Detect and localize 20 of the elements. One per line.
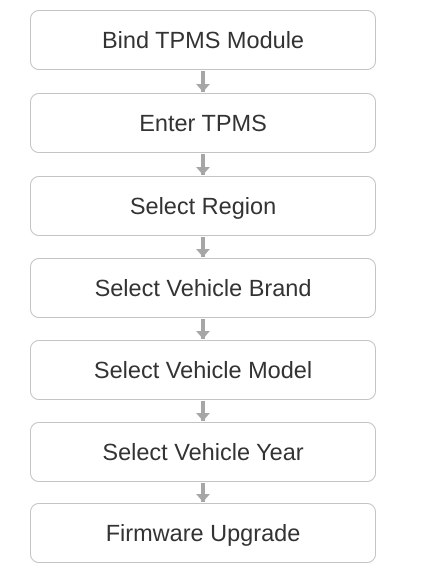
arrow xyxy=(196,71,210,92)
arrow xyxy=(196,401,210,421)
process-box xyxy=(30,340,376,400)
step-label: Select Vehicle Year xyxy=(102,438,304,466)
arrow xyxy=(196,237,210,257)
step-label: Enter TPMS xyxy=(139,110,267,136)
step-label: Firmware Upgrade xyxy=(106,520,300,546)
arrow xyxy=(196,483,210,502)
arrow xyxy=(196,154,210,175)
process-box xyxy=(30,176,376,236)
process-box xyxy=(30,10,376,70)
process-box xyxy=(30,422,376,482)
step-label: Bind TPMS Module xyxy=(102,26,304,54)
process-box xyxy=(30,503,376,563)
process-box xyxy=(30,258,376,318)
step-label: Select Region xyxy=(130,192,276,220)
step-label: Select Vehicle Brand xyxy=(94,274,312,302)
process-box xyxy=(30,93,376,153)
step-label: Select Vehicle Model xyxy=(94,356,312,384)
arrow xyxy=(196,319,210,339)
